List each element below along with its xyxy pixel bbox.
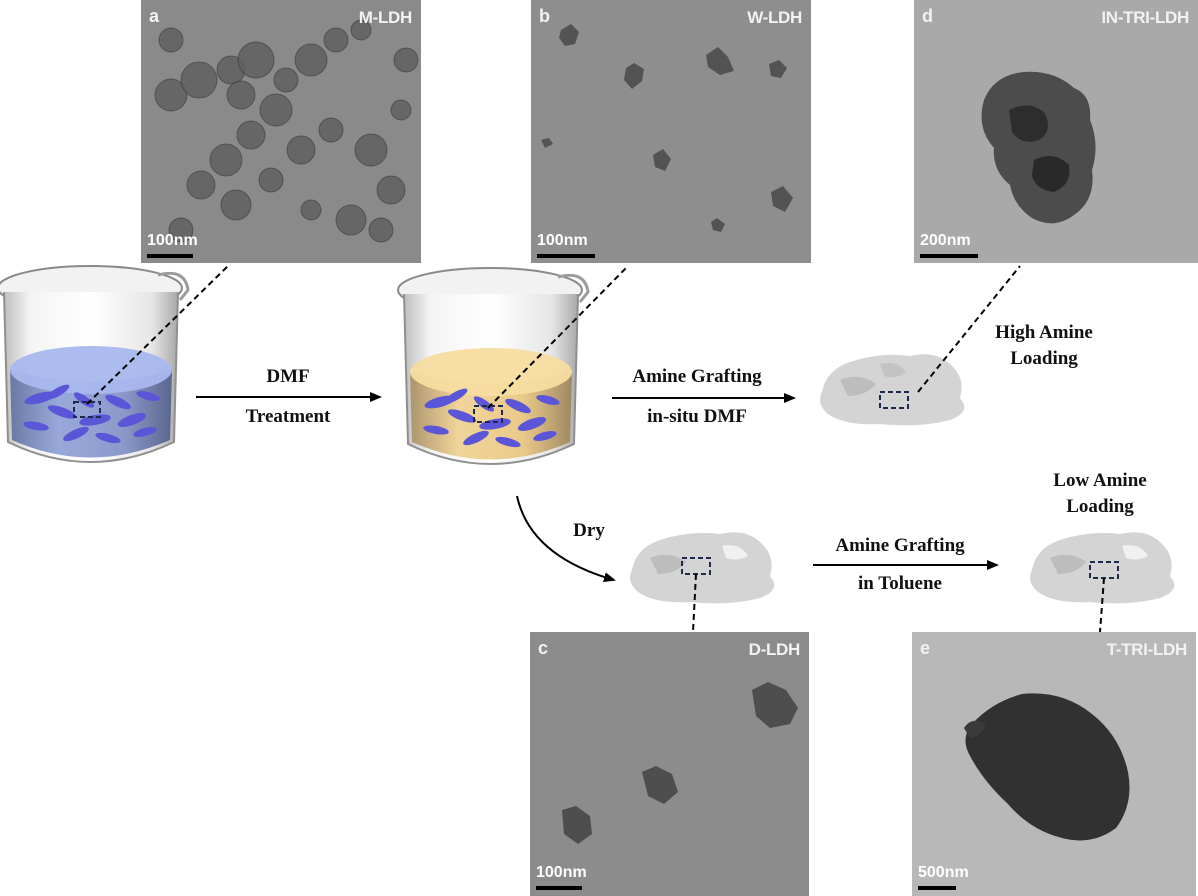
tem-image-d bbox=[981, 71, 1096, 224]
panel-letter-c: c bbox=[538, 638, 549, 658]
particle-silhouette-dry bbox=[630, 532, 775, 604]
label-insitu: Amine Grafting in-situ DMF bbox=[606, 364, 788, 430]
label-dmf: DMF Treatment bbox=[200, 364, 376, 430]
panel-name-d: IN-TRI-LDH bbox=[1101, 8, 1189, 27]
label-dmf-line1: DMF bbox=[266, 366, 310, 387]
label-insitu-line2: in-situ DMF bbox=[647, 406, 747, 427]
tem-panel-e: e T-TRI-LDH 500nm bbox=[912, 632, 1196, 896]
tem-image-e bbox=[964, 693, 1130, 841]
scale-label-c: 100nm bbox=[536, 864, 587, 881]
panel-letter-a: a bbox=[149, 6, 160, 26]
tem-panel-d: d IN-TRI-LDH 200nm bbox=[914, 0, 1198, 263]
particle-silhouette-low bbox=[1030, 532, 1175, 604]
label-dry-text: Dry bbox=[573, 520, 605, 541]
connector-e bbox=[1099, 577, 1105, 633]
beaker-yellow bbox=[397, 267, 590, 465]
scale-bar-b bbox=[537, 254, 595, 258]
tem-panel-a: a M-LDH 100nm bbox=[141, 0, 421, 263]
label-dry: Dry bbox=[564, 518, 614, 544]
tem-panel-c: c D-LDH 100nm bbox=[530, 632, 809, 896]
connector-b bbox=[487, 265, 629, 409]
scale-bar-e bbox=[918, 886, 956, 890]
arrow-dry bbox=[516, 495, 616, 583]
tem-panel-b: b W-LDH 100nm bbox=[531, 0, 811, 263]
scale-label-d: 200nm bbox=[920, 232, 971, 249]
label-toluene-line1: Amine Grafting bbox=[835, 535, 965, 556]
scale-label-e: 500nm bbox=[918, 864, 969, 881]
tem-image-c bbox=[562, 682, 798, 844]
label-dmf-line2: Treatment bbox=[245, 406, 331, 427]
particle-silhouette-high bbox=[820, 354, 965, 426]
label-low-line2: Loading bbox=[1066, 496, 1134, 517]
panel-letter-b: b bbox=[539, 6, 550, 26]
scale-bar-c bbox=[536, 886, 582, 890]
panel-letter-e: e bbox=[920, 638, 931, 658]
label-toluene: Amine Grafting in Toluene bbox=[810, 533, 990, 597]
tem-image-a bbox=[154, 19, 419, 243]
connector-a bbox=[86, 263, 231, 405]
label-high-line2: Loading bbox=[1010, 348, 1078, 369]
panel-name-c: D-LDH bbox=[748, 640, 801, 659]
panel-name-e: T-TRI-LDH bbox=[1106, 640, 1188, 659]
label-low-line1: Low Amine bbox=[1053, 470, 1147, 491]
scale-bar-d bbox=[920, 254, 978, 258]
panel-name-b: W-LDH bbox=[747, 8, 802, 27]
panel-name-a: M-LDH bbox=[358, 8, 413, 27]
label-low-amine: Low Amine Loading bbox=[1030, 468, 1170, 520]
ldh-platelets-blue bbox=[23, 384, 160, 444]
process-arrows bbox=[196, 392, 999, 583]
beaker-blue bbox=[0, 265, 190, 463]
label-insitu-line1: Amine Grafting bbox=[632, 366, 762, 387]
label-high-amine: High Amine Loading bbox=[974, 320, 1114, 372]
scale-bar-a bbox=[147, 254, 193, 258]
scale-label-b: 100nm bbox=[537, 232, 588, 249]
label-toluene-line2: in Toluene bbox=[858, 573, 942, 594]
scale-label-a: 100nm bbox=[147, 232, 198, 249]
panel-letter-d: d bbox=[922, 6, 933, 26]
tem-image-b bbox=[541, 24, 793, 232]
label-high-line1: High Amine bbox=[995, 322, 1093, 343]
zoom-connectors bbox=[86, 263, 1105, 633]
connector-d bbox=[917, 265, 1021, 393]
